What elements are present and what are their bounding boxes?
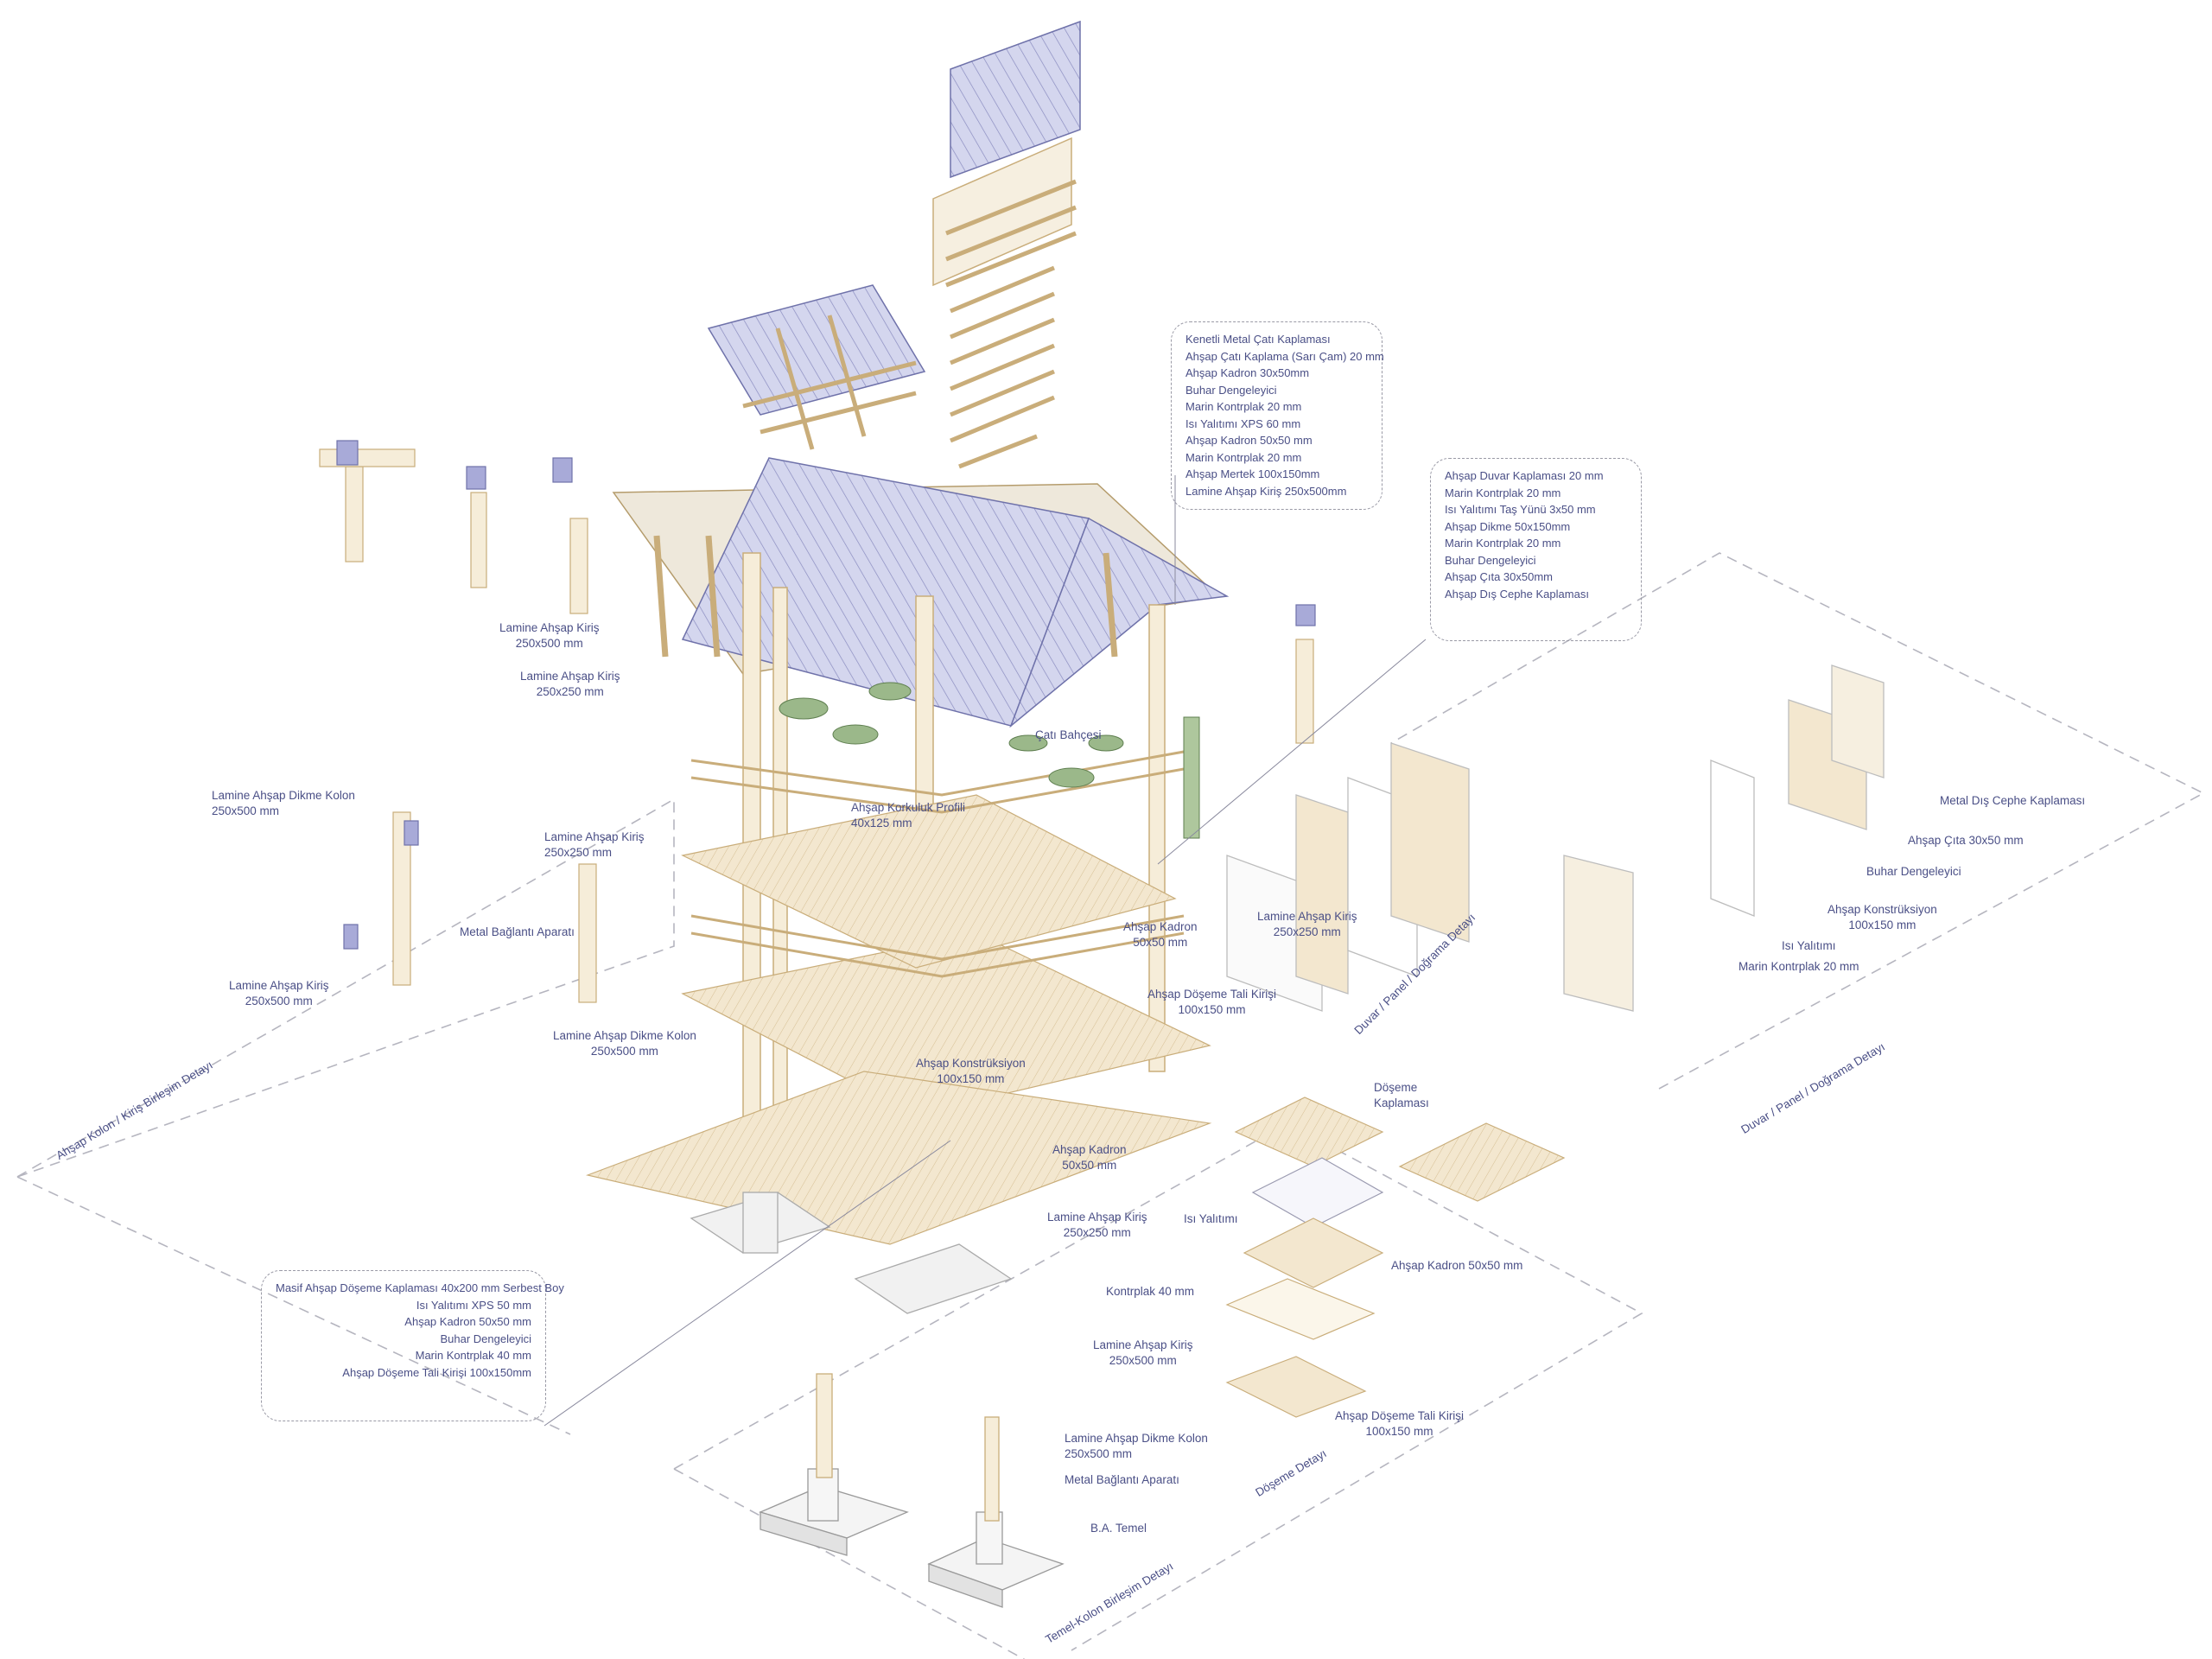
label-plywood-40: Kontrplak 40 mm	[1106, 1285, 1195, 1298]
roof-layer-text: Lamine Ahşap Kiriş 250x500mm	[1185, 484, 1347, 498]
roof-layer-battens	[945, 179, 1077, 469]
column-joint-details-left	[319, 448, 1314, 1003]
roof-layer-text: Ahşap Kadron 50x50 mm	[1185, 434, 1313, 447]
roof-layer-text: Marin Kontrplak 20 mm	[1185, 400, 1302, 413]
roof-layer-text: Ahşap Çatı Kaplama (Sarı Çam) 20 mm	[1185, 349, 1384, 363]
floor-layer-text: Marin Kontrplak 40 mm	[415, 1349, 531, 1362]
roof-layer-metal	[950, 20, 1081, 179]
roof-garden-plants	[779, 682, 1200, 839]
wall-layer-text: Ahşap Duvar Kaplaması 20 mm	[1445, 469, 1604, 482]
site-dashed-outlines	[16, 552, 2205, 1659]
floor-layer-text: Isı Yalıtımı XPS 50 mm	[416, 1298, 531, 1312]
roof-layer-text: Kenetli Metal Çatı Kaplaması	[1185, 333, 1331, 346]
wall-layers-callout: Ahşap Duvar Kaplaması 20 mm Marin Kontrp…	[1430, 458, 1642, 641]
label-metal-facade: Metal Dış Cephe Kaplaması	[1940, 794, 2086, 807]
label-vapour-barrier: Buhar Dengeleyici	[1866, 865, 1961, 878]
wall-panels-exploded	[1226, 742, 1470, 1012]
floor-layer-text: Masif Ahşap Döşeme Kaplaması 40x200 mm S…	[276, 1281, 564, 1294]
wall-layer-text: Buhar Dengeleyici	[1445, 553, 1536, 567]
base-footing-details	[759, 1373, 1065, 1608]
facade-panels-far-right	[1563, 664, 1885, 1012]
label-insulation-wall: Isı Yalıtımı	[1782, 939, 1836, 952]
roof-layer-text: Ahşap Mertek 100x150mm	[1185, 467, 1320, 480]
floor-detail-layers	[1225, 1096, 1566, 1418]
label-kadron-floor: Ahşap Kadron 50x50 mm	[1391, 1259, 1523, 1272]
roof-layer-text: Isı Yalıtımı XPS 60 mm	[1185, 416, 1301, 430]
wall-layer-text: Ahşap Çıta 30x50mm	[1445, 570, 1554, 583]
floor-layer-text: Ahşap Kadron 50x50 mm	[404, 1315, 531, 1328]
roof-layer-text: Marin Kontrplak 20 mm	[1185, 450, 1302, 464]
wall-layer-text: Marin Kontrplak 20 mm	[1445, 537, 1561, 550]
label-roof-garden: Çatı Bahçesi	[1035, 728, 1102, 741]
railings	[690, 750, 1185, 978]
floor-layers-callout: Masif Ahşap Döşeme Kaplaması 40x200 mm S…	[261, 1270, 564, 1421]
wall-layer-text: Ahşap Dış Cephe Kaplaması	[1445, 587, 1589, 601]
label-cita: Ahşap Çıta 30x50 mm	[1908, 834, 2024, 847]
wall-layer-text: Marin Kontrplak 20 mm	[1445, 486, 1561, 499]
wall-layer-text: Isı Yalıtımı Taş Yünü 3x50 mm	[1445, 503, 1596, 516]
building-foundations	[690, 1192, 1013, 1314]
roof-left-exploded	[707, 284, 926, 450]
roof-layers-callout: Kenetli Metal Çatı Kaplaması Ahşap Çatı …	[1171, 321, 1384, 510]
roof-layer-text: Buhar Dengeleyici	[1185, 383, 1277, 397]
wall-layer-text: Ahşap Dikme 50x150mm	[1445, 519, 1571, 533]
label-base-metal-connector: Metal Bağlantı Aparatı	[1065, 1473, 1179, 1486]
label-left-metal-connector: Metal Bağlantı Aparatı	[460, 925, 575, 938]
floor-layer-text: Ahşap Döşeme Tali Kirişi 100x150mm	[342, 1365, 531, 1379]
label-insulation-floor: Isı Yalıtımı	[1184, 1212, 1238, 1225]
floor-layer-text: Buhar Dengeleyici	[440, 1332, 531, 1345]
label-reinforced-foundation: B.A. Temel	[1090, 1522, 1147, 1535]
label-marine-plywood: Marin Kontrplak 20 mm	[1738, 960, 1859, 973]
roof-layer-text: Ahşap Kadron 30x50mm	[1185, 366, 1310, 379]
metal-connector-joints	[336, 440, 1316, 950]
